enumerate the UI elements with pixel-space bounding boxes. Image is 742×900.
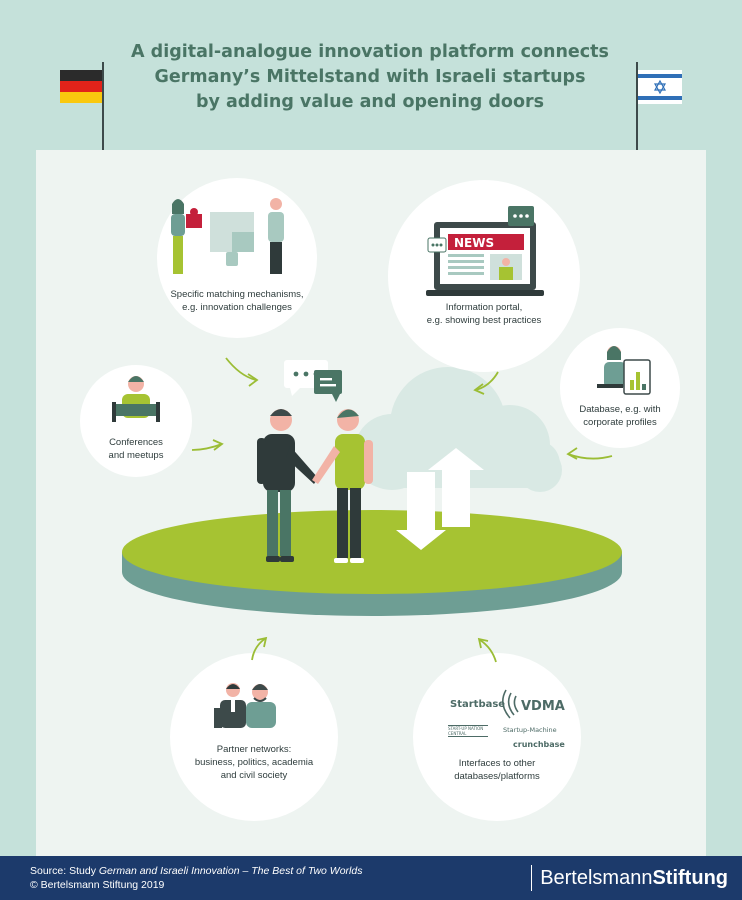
database-label: Database, e.g. with corporate profiles (565, 403, 675, 429)
speaker-podium-icon (112, 376, 160, 422)
partner-people-icon (214, 683, 276, 728)
interfaces-label: Interfaces to other databases/platforms (417, 757, 577, 783)
database-label-line-1: Database, e.g. with (579, 404, 661, 415)
database-profile-icon (597, 346, 651, 395)
arrow-conferences-head (212, 439, 224, 451)
brand-bold: Stiftung (652, 867, 728, 889)
portal-label: Information portal, e.g. showing best pr… (394, 301, 574, 327)
exchange-arrows-icon (396, 448, 484, 550)
interfaces-label-line-1: Interfaces to other (458, 758, 536, 769)
partners-label-line-2: business, politics, academia (194, 757, 314, 768)
startup-nation-logo: START-UP NATION CENTRAL (448, 725, 488, 737)
arrow-portal (475, 371, 499, 391)
conferences-label-line-1: Conferences (109, 437, 163, 448)
bertelsmann-stiftung-logo: BertelsmannStiftung (531, 865, 728, 891)
matching-label-line-1: Specific matching mechanisms, (170, 289, 304, 300)
partners-label: Partner networks: business, politics, ac… (164, 743, 344, 782)
title-line-3: by adding value and opening doors (195, 92, 545, 112)
source-title: German and Israeli Innovation – The Best… (98, 865, 363, 877)
title-line-2: Germany’s Mittelstand with Israeli start… (154, 67, 586, 87)
speech-bubbles-icon (284, 360, 342, 402)
title-line-1: A digital-analogue innovation platform c… (131, 42, 609, 62)
arrow-portal-head (473, 383, 485, 395)
arrow-database-head (566, 447, 578, 460)
crunchbase-logo: crunchbase (513, 740, 565, 749)
conferences-label-line-2: and meetups (108, 450, 164, 461)
footer-source: Source: Study German and Israeli Innovat… (30, 864, 362, 892)
platform-disc (122, 510, 622, 616)
news-laptop-icon: NEWS (426, 206, 544, 296)
israel-flag-icon (636, 62, 682, 152)
vdma-logo-icon (502, 689, 519, 719)
interfaces-circle (413, 653, 581, 821)
startup-machine-logo: Startup-Machine (503, 726, 557, 734)
portal-label-line-1: Information portal, (445, 302, 523, 313)
footer: Source: Study German and Israeli Innovat… (0, 856, 742, 900)
matching-label-line-2: e.g. innovation challenges (182, 302, 292, 313)
brand-regular: Bertelsmann (540, 867, 653, 889)
vdma-logo: VDMA (521, 699, 565, 714)
arrow-interfaces (479, 639, 497, 663)
partners-label-line-3: and civil society (220, 770, 288, 781)
source-prefix: Source: Study (30, 865, 99, 877)
arrow-matching-head (247, 373, 259, 387)
portal-label-line-2: e.g. showing best practices (426, 315, 542, 326)
startbase-logo: Startbase (450, 699, 506, 710)
arrow-partners-head (256, 636, 268, 648)
conferences-label: Conferences and meetups (86, 436, 186, 462)
database-label-line-2: corporate profiles (583, 417, 657, 428)
matching-label: Specific matching mechanisms, e.g. innov… (147, 288, 327, 314)
arrow-matching (225, 357, 257, 381)
arrow-partners (251, 637, 267, 661)
partners-circle (170, 653, 338, 821)
partners-label-line-1: Partner networks: (216, 744, 292, 755)
news-label: NEWS (454, 236, 494, 250)
copyright: © Bertelsmann Stiftung 2019 (30, 879, 165, 891)
page-title: A digital-analogue innovation platform c… (120, 40, 620, 115)
conferences-circle (80, 365, 192, 477)
connector-arrows (191, 357, 613, 663)
content-panel (36, 150, 706, 856)
puzzle-people-icon (171, 198, 284, 274)
handshake-figures (257, 409, 373, 563)
arrow-interfaces-head (477, 637, 489, 649)
germany-flag-icon (60, 62, 104, 152)
interfaces-label-line-2: databases/platforms (454, 771, 540, 782)
